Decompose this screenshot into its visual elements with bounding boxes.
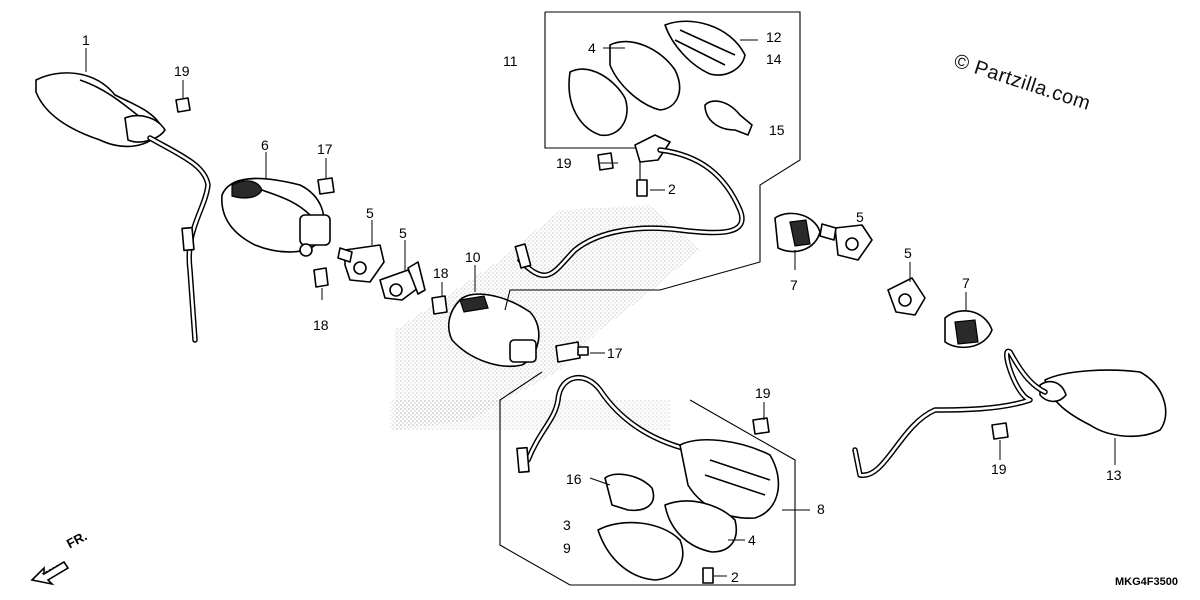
part-18-nut-a[interactable] [313, 267, 329, 288]
callout-7: 7 [962, 275, 970, 291]
part-11-lens-upper[interactable] [568, 68, 628, 136]
part-8-assembly-box [499, 371, 796, 586]
callout-18: 18 [313, 317, 329, 333]
part-17-bolt-b[interactable] [555, 341, 589, 363]
part-4-gasket-upper[interactable] [609, 40, 681, 111]
callout-9: 9 [563, 540, 571, 556]
callout-6: 6 [261, 137, 269, 153]
part-1-left-winker-body[interactable] [35, 72, 166, 148]
part-11-front-winker-wire [514, 134, 745, 278]
callout-17: 17 [607, 345, 623, 361]
part-19-screw-a[interactable] [175, 97, 191, 113]
part-13-right-winker-body[interactable] [1039, 369, 1167, 438]
part-17-bolt-a[interactable] [317, 177, 335, 195]
part-8-wire [516, 374, 693, 474]
callouts: 1 19 6 17 18 5 5 18 10 11 4 12 14 15 19 … [82, 29, 1122, 585]
callout-5: 5 [399, 225, 407, 241]
part-5-socket-a[interactable] [337, 244, 385, 283]
callout-2: 2 [731, 569, 739, 585]
part-6-rear-winker-left[interactable] [221, 177, 331, 257]
part-5-socket-c[interactable] [819, 223, 873, 261]
part-10-rear-winker-center[interactable] [448, 293, 540, 368]
callout-5: 5 [904, 245, 912, 261]
callout-19: 19 [174, 63, 190, 79]
part-16-bulb-lower[interactable] [604, 473, 655, 512]
part-1-wire [147, 135, 211, 343]
part-11-assembly-box [504, 11, 801, 311]
part-3-9-lens-lower[interactable] [597, 521, 684, 581]
callout-4: 4 [588, 40, 596, 56]
drawing-code: MKG4F3500 [1115, 576, 1178, 588]
callout-5: 5 [856, 209, 864, 225]
callout-3: 3 [563, 517, 571, 533]
callout-5: 5 [366, 205, 374, 221]
callout-18: 18 [433, 265, 449, 281]
callout-12: 12 [766, 29, 782, 45]
front-direction-arrow-icon [30, 560, 70, 586]
callout-2: 2 [668, 181, 676, 197]
part-5-socket-d[interactable] [887, 277, 926, 316]
callout-1: 1 [82, 32, 90, 48]
part-19-screw-c[interactable] [752, 417, 770, 435]
callout-19: 19 [755, 385, 771, 401]
part-19-screw-d[interactable] [991, 422, 1009, 440]
callout-10: 10 [465, 249, 481, 265]
callout-15: 15 [769, 122, 785, 138]
part-12-14-lens-upper[interactable] [664, 20, 746, 76]
callout-19: 19 [991, 461, 1007, 477]
part-18-nut-b[interactable] [431, 295, 448, 315]
callout-19: 19 [556, 155, 572, 171]
callout-17: 17 [317, 141, 333, 157]
callout-14: 14 [766, 51, 782, 67]
leader-lines [85, 39, 1116, 577]
part-5-socket-b[interactable] [379, 261, 426, 301]
callout-16: 16 [566, 471, 582, 487]
callout-13: 13 [1106, 467, 1122, 483]
callout-11: 11 [503, 53, 518, 69]
part-2-screw-upper[interactable] [636, 179, 648, 197]
part-13-wire [852, 348, 1048, 478]
part-2-screw-lower[interactable] [702, 567, 714, 584]
callout-4: 4 [748, 532, 756, 548]
part-4-gasket-lower[interactable] [664, 500, 737, 553]
callout-8: 8 [817, 501, 825, 517]
part-7-socket-b[interactable] [944, 310, 993, 349]
callout-7: 7 [790, 277, 798, 293]
part-7-socket-a[interactable] [774, 212, 821, 253]
part-15-bulb-upper[interactable] [704, 100, 753, 136]
part-19-screw-b[interactable] [597, 152, 614, 171]
watermark-pattern [390, 205, 700, 430]
